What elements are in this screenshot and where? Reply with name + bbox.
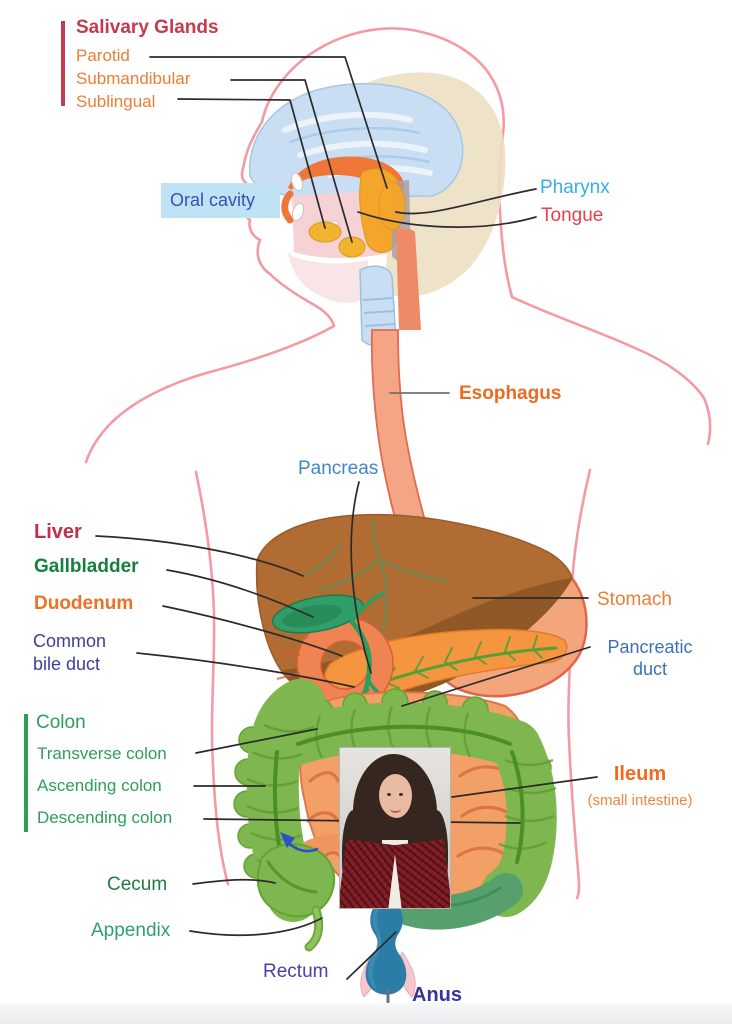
lips (281, 190, 294, 224)
pancreatic-duct-pointer-line (401, 646, 591, 707)
label-oral-cavity: Oral cavity (170, 190, 256, 211)
ileum-pointer-line (451, 776, 598, 798)
label-esophagus: Esophagus (459, 383, 562, 404)
label-common-bile-duct: Common bile duct (33, 630, 106, 676)
label-pancreatic-duct-line1: Pancreatic (607, 637, 693, 657)
rectum-highlight (368, 900, 383, 990)
throat-back-wall (396, 228, 421, 330)
label-liver: Liver (34, 521, 82, 543)
body-outline (84, 27, 712, 900)
label-pancreatic-duct-line2: duct (632, 659, 668, 679)
face-profile-outline (240, 120, 336, 328)
label-pharynx: Pharynx (540, 177, 610, 198)
rectum-pointer-line (346, 931, 397, 980)
label-ileum-sub: (small intestine) (587, 792, 693, 809)
label-duodenum: Duodenum (34, 593, 134, 614)
duodenum-pointer-line (162, 605, 343, 657)
blue-marker (280, 832, 319, 853)
parotid-pointer-line (149, 56, 388, 189)
label-submandibular: Submandibular (76, 69, 191, 88)
sublingual-gland (308, 221, 342, 243)
label-cecum: Cecum (107, 874, 168, 895)
colon-bracket (24, 714, 28, 832)
cecum-pointer-line (192, 878, 276, 885)
left-torso-outline (194, 470, 230, 886)
right-torso-outline (567, 468, 592, 900)
label-ascending-colon: Ascending colon (37, 776, 162, 795)
gallbladder-pointer-line (166, 569, 314, 618)
label-descending-colon: Descending colon (37, 808, 173, 827)
pharynx-pointer-line (395, 188, 537, 215)
submandibular-gland (338, 236, 366, 258)
head-crown-outline (260, 27, 514, 299)
label-gallbladder: Gallbladder (34, 556, 139, 577)
label-colon: Colon (36, 712, 86, 733)
head-illustration (248, 72, 506, 347)
page-bottom-edge (0, 1003, 732, 1024)
salivary-glands-bracket (61, 21, 65, 106)
left-shoulder-outline (84, 324, 336, 464)
tracheal-rings (362, 297, 396, 327)
blazer-right-lapel (393, 839, 450, 908)
label-ileum: Ileum (613, 763, 667, 785)
pancreas-pointer-line (350, 481, 372, 674)
ileum-label-block: Ileum (small intestine) (572, 763, 708, 809)
right-shoulder-outline (510, 295, 712, 446)
parotid-gland (378, 181, 406, 231)
blazer-left-lapel (340, 839, 397, 908)
left-eye (387, 793, 391, 796)
label-salivary-glands: Salivary Glands (76, 17, 219, 38)
submandibular-pointer-line (230, 79, 353, 243)
label-tongue: Tongue (541, 205, 604, 226)
portrait-photo (339, 747, 451, 909)
brain-nasal-cavity (248, 82, 464, 199)
face (379, 774, 412, 818)
label-sublingual: Sublingual (76, 92, 156, 111)
smile (390, 805, 401, 813)
appendix-organ (304, 905, 324, 952)
cecum-vein (266, 860, 318, 894)
label-common-bile-duct-line2: bile duct (33, 654, 101, 674)
label-rectum: Rectum (263, 961, 329, 982)
right-eye (399, 793, 403, 796)
tongue-pointer-line (357, 211, 537, 228)
label-common-bile-duct-line1: Common (33, 631, 107, 651)
label-parotid: Parotid (76, 46, 130, 65)
label-pancreatic-duct: Pancreatic duct (592, 636, 708, 680)
label-pancreas: Pancreas (298, 458, 379, 479)
common-bile-duct-pointer-line (136, 652, 355, 688)
label-appendix: Appendix (91, 920, 171, 941)
chin-region (288, 252, 368, 303)
liver-pointer-line (95, 535, 304, 577)
oral-cavity-label-box: Oral cavity (161, 183, 280, 218)
palate-arch (288, 156, 405, 197)
sublingual-pointer-line (177, 98, 326, 229)
label-anus: Anus (412, 984, 462, 1006)
label-transverse-colon: Transverse colon (37, 744, 167, 763)
label-stomach: Stomach (597, 589, 672, 610)
rectum-organ (365, 895, 407, 1004)
transverse-colon-pointer-line (195, 728, 318, 754)
appendix-pointer-line (189, 917, 323, 937)
